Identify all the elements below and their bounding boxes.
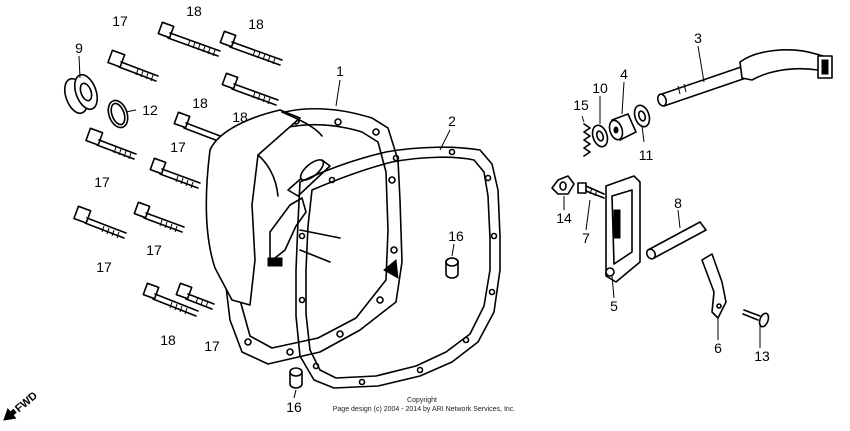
callout-14: 14 [556,210,572,226]
copyright-line-2: Page design (c) 2004 - 2014 by ARI Netwo… [333,406,516,413]
pawl-6 [701,253,727,319]
callout-17-top: 17 [112,13,128,29]
bolt-17-bottom [175,282,215,310]
callout-18-mid: 18 [192,95,208,111]
callout-2: 2 [448,113,456,129]
dowel-pin-16-upper [445,257,459,279]
copyright-notice: Copyright Page design (c) 2004 - 2014 by… [333,397,516,413]
callout-18-top-left: 18 [186,3,202,19]
seal-11 [633,104,651,128]
bolt-17-center-left [133,201,185,233]
callout-8: 8 [674,195,682,211]
bolt-7 [577,182,605,199]
callout-10: 10 [592,80,608,96]
oil-seal-9 [63,73,99,115]
bolt-18-bottom [142,282,199,317]
callout-3: 3 [694,30,702,46]
callout-9: 9 [75,40,83,56]
callout-7: 7 [582,230,590,246]
bolt-17-top [107,49,159,82]
bolt-17-left-2 [73,205,127,239]
nut-14 [551,175,575,195]
collar-4 [608,113,637,141]
callout-16-lower: 16 [286,399,302,415]
callout-13: 13 [754,348,770,364]
callout-17-center-left: 17 [146,242,162,258]
dowel-pin-16-lower [289,367,303,389]
callout-18-top-right: 18 [248,16,264,32]
callout-15: 15 [573,97,589,113]
spring-15 [583,123,591,157]
bolt-17-mid [149,157,201,189]
bolt-18-top-right [219,30,283,66]
callout-labels: 1 2 3 4 5 6 7 8 9 10 11 12 13 14 15 16 1… [75,3,770,415]
o-ring-12 [107,99,129,129]
callout-12: 12 [142,102,158,118]
callout-11: 11 [639,147,654,163]
callout-4: 4 [620,66,628,82]
callout-1: 1 [336,63,344,79]
gasket-bolt-holes [298,148,498,386]
callout-17-left-2: 17 [96,259,112,275]
callout-5: 5 [610,298,618,314]
fwd-label: FWD [13,390,40,415]
callout-16-upper: 16 [448,228,464,244]
pin-8 [645,221,707,260]
leader-lines [78,45,761,399]
plate-5 [605,175,641,283]
bolt-17-left-1 [85,127,137,160]
callout-18-mid-right: 18 [232,109,248,125]
callout-17-bottom: 17 [204,338,220,354]
forward-direction-indicator: FWD [3,390,40,421]
callout-6: 6 [714,340,722,356]
callout-18-bottom: 18 [160,332,176,348]
copyright-line-1: Copyright [407,397,437,404]
kickstarter-spindle-3 [656,49,833,107]
callout-17-left-1: 17 [94,174,110,190]
screw-13 [742,309,770,328]
bolt-18-top-left [157,21,221,57]
cover-internal-lever [267,159,399,279]
washer-10 [591,124,609,148]
callout-17-mid: 17 [170,139,186,155]
bolt-18-mid-right [221,72,279,106]
gasket-2 [295,146,501,389]
